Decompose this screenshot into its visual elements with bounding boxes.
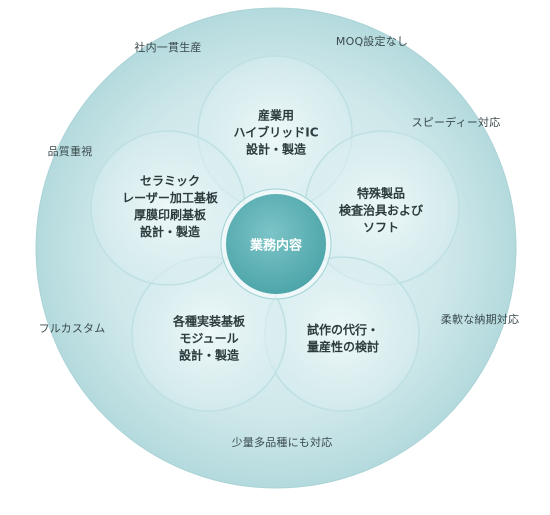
petal-line: 設計・製造 <box>178 348 240 363</box>
label-full-custom: フルカスタム <box>38 322 106 335</box>
petal-line: 設計・製造 <box>139 225 201 239</box>
petal-line: ソフト <box>362 220 400 235</box>
petal-line: 検査治具および <box>338 203 424 218</box>
petal-line: 各種実装基板 <box>172 314 246 329</box>
petal-line: レーザー加工基板 <box>122 191 218 205</box>
petal-text-special-products: 特殊製品 検査治具および ソフト <box>339 186 423 237</box>
petal-line: 試作の代行・ <box>306 323 380 337</box>
petal-text-module: 各種実装基板 モジュール 設計・製造 <box>173 314 245 365</box>
petal-line: 設計・製造 <box>245 142 307 157</box>
petal-line: 量産性の検討 <box>306 340 380 354</box>
petal-text-prototype: 試作の代行・ 量産性の検討 <box>307 322 379 356</box>
label-no-moq: MOQ設定なし <box>335 35 409 48</box>
center-label: 業務内容 <box>249 238 303 254</box>
label-flexible-delivery: 柔軟な納期対応 <box>440 313 520 326</box>
petal-line: セラミック <box>139 174 201 188</box>
petal-line: ハイブリッドIC <box>233 125 319 140</box>
label-speedy-response: スピーディー対応 <box>411 116 501 129</box>
petal-text-hybrid-ic: 産業用 ハイブリッドIC 設計・製造 <box>233 108 318 159</box>
center-circle <box>226 194 326 294</box>
petal-line: 産業用 <box>257 108 295 123</box>
label-small-lot: 少量多品種にも対応 <box>231 436 333 449</box>
label-quality-focus: 品質重視 <box>47 145 93 158</box>
label-in-house-production: 社内一貫生産 <box>134 41 202 54</box>
petal-line: モジュール <box>179 331 239 346</box>
petal-text-ceramic: セラミック レーザー加工基板 厚膜印刷基板 設計・製造 <box>122 173 218 241</box>
petal-line: 特殊製品 <box>356 186 406 201</box>
petal-line: 厚膜印刷基板 <box>133 208 207 222</box>
